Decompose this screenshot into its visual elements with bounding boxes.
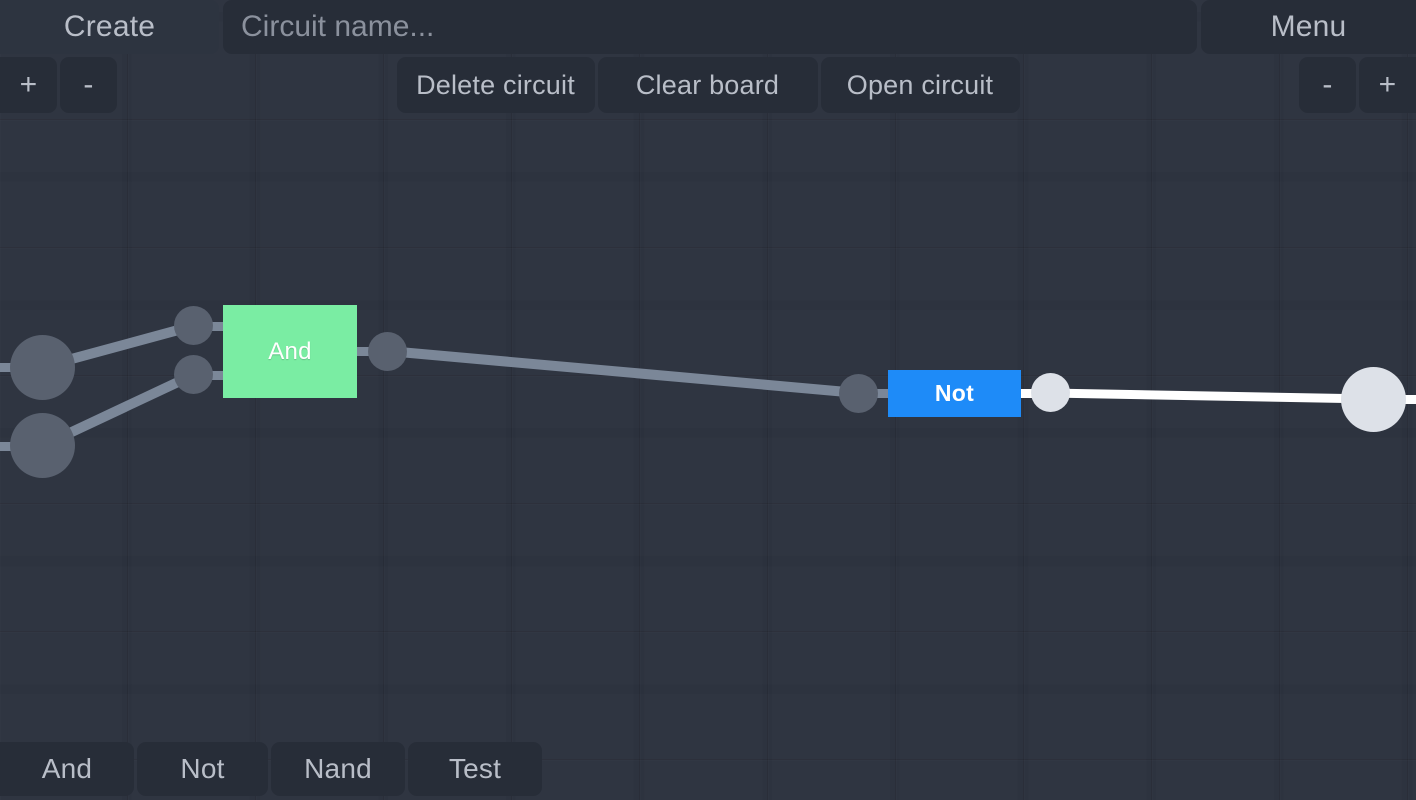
circuit-name-input[interactable] bbox=[223, 0, 1197, 54]
and-in-1-stub bbox=[205, 322, 227, 331]
output-node[interactable] bbox=[1341, 367, 1406, 432]
wire-not-to-out[interactable] bbox=[1049, 388, 1374, 404]
input-node-a[interactable] bbox=[10, 335, 75, 400]
create-button[interactable]: Create bbox=[0, 0, 219, 54]
palette-gate-test-button[interactable]: Test bbox=[408, 742, 542, 796]
and-out-stub bbox=[353, 347, 377, 356]
top-toolbar-row-2: + - Delete circuit Clear board Open circ… bbox=[0, 57, 1416, 113]
and-gate-output-pin[interactable] bbox=[368, 332, 407, 371]
zoom-in-left-button[interactable]: + bbox=[0, 57, 57, 113]
not-in-stub bbox=[870, 389, 892, 398]
zoom-in-right-button[interactable]: + bbox=[1359, 57, 1416, 113]
menu-button[interactable]: Menu bbox=[1201, 0, 1416, 54]
top-toolbar-row-1: Create Menu bbox=[0, 0, 1416, 54]
canvas-gate-not-label: Not bbox=[934, 380, 975, 406]
palette-gate-and-button[interactable]: And bbox=[0, 742, 134, 796]
palette-gate-nand-button[interactable]: Nand bbox=[271, 742, 405, 796]
input-node-b-stub bbox=[0, 442, 16, 451]
wire-and-to-not[interactable] bbox=[387, 346, 859, 398]
clear-board-button[interactable]: Clear board bbox=[597, 57, 818, 113]
canvas-gate-and-label: And bbox=[268, 337, 312, 365]
open-circuit-button[interactable]: Open circuit bbox=[820, 57, 1020, 113]
not-gate-output-pin[interactable] bbox=[1031, 373, 1070, 412]
not-out-stub bbox=[1017, 389, 1041, 398]
delete-circuit-button[interactable]: Delete circuit bbox=[396, 57, 595, 113]
canvas-gate-not[interactable]: Not bbox=[888, 370, 1021, 417]
zoom-out-right-button[interactable]: - bbox=[1299, 57, 1356, 113]
input-node-a-stub bbox=[0, 363, 16, 372]
and-gate-input-pin-1[interactable] bbox=[174, 306, 213, 345]
output-node-stub bbox=[1400, 395, 1416, 404]
zoom-out-left-button[interactable]: - bbox=[60, 57, 117, 113]
not-gate-input-pin[interactable] bbox=[839, 374, 878, 413]
palette-gate-not-button[interactable]: Not bbox=[137, 742, 268, 796]
and-in-2-stub bbox=[205, 371, 227, 380]
input-node-b[interactable] bbox=[10, 413, 75, 478]
gate-palette-toolbar: And Not Nand Test bbox=[0, 740, 1416, 800]
canvas-gate-and[interactable]: And bbox=[223, 305, 357, 398]
and-gate-input-pin-2[interactable] bbox=[174, 355, 213, 394]
